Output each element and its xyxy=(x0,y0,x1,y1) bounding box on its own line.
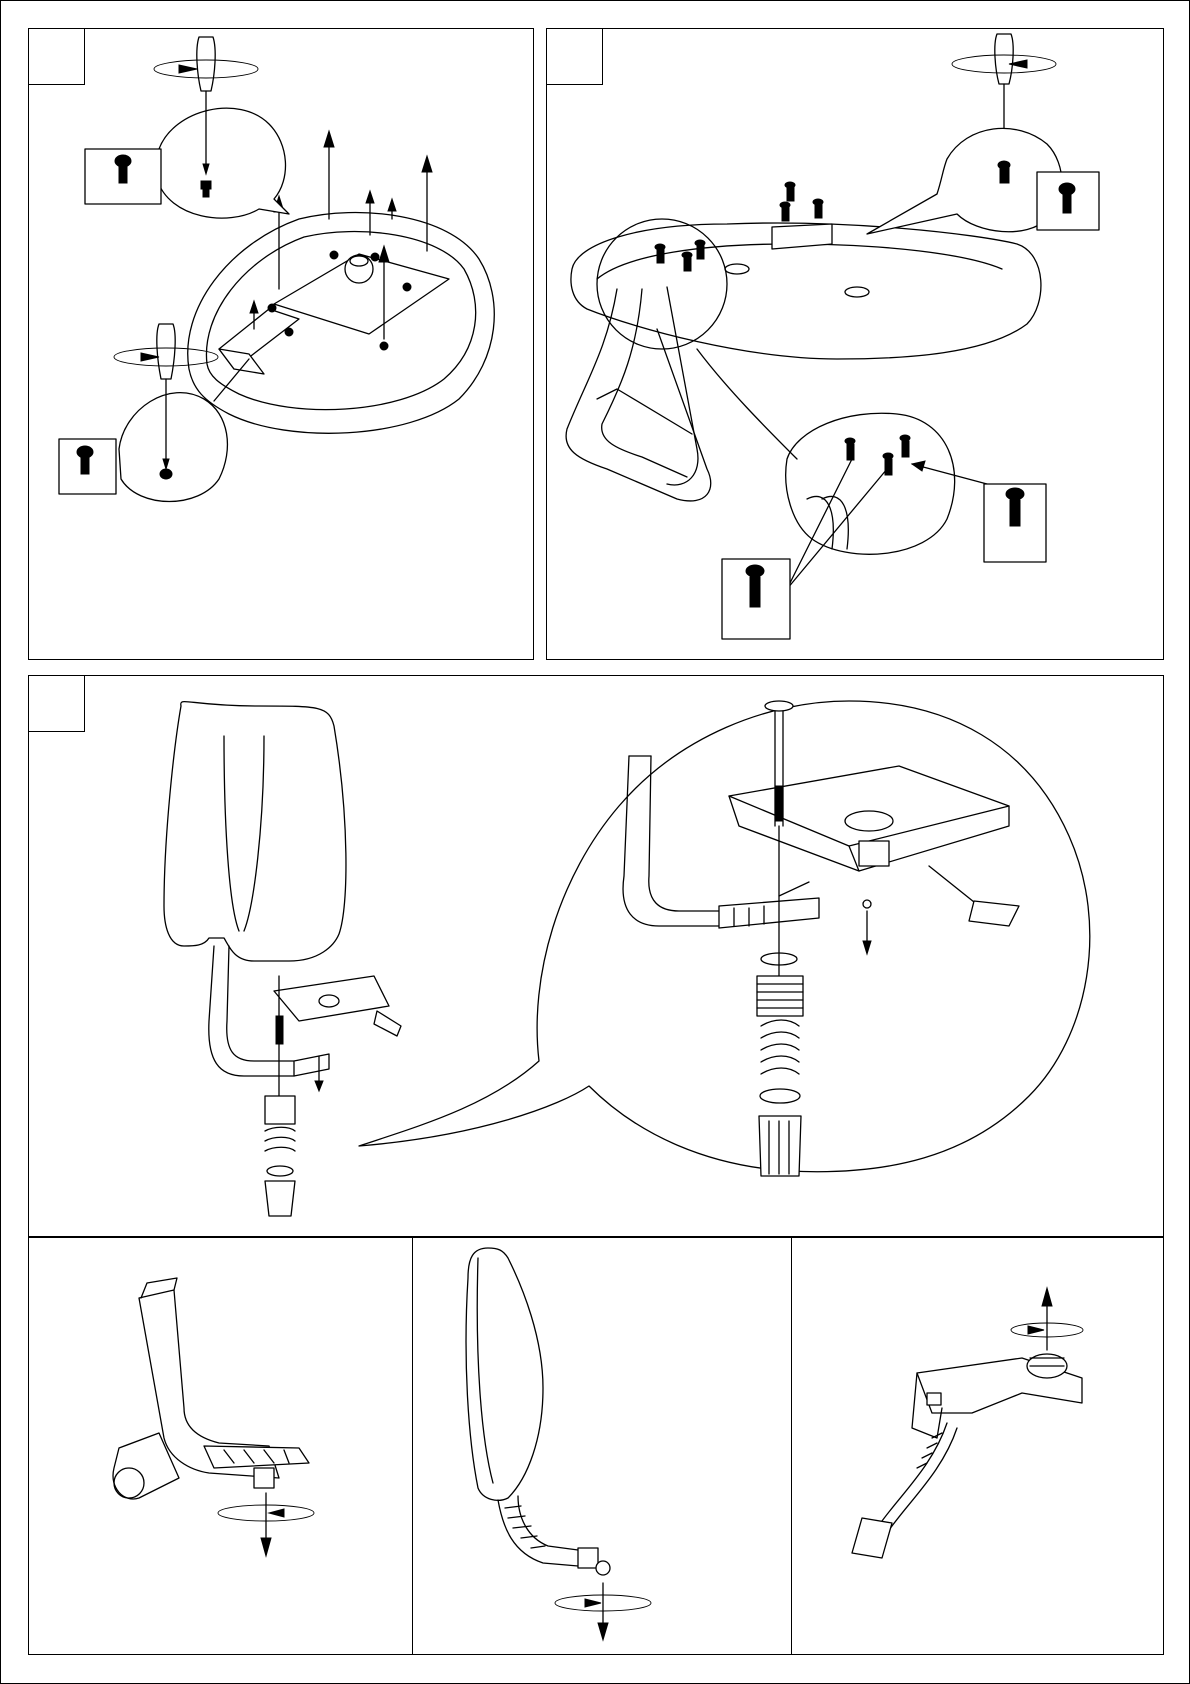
detail-callout-large xyxy=(359,701,1090,1172)
backrest xyxy=(164,702,346,961)
flex-arm xyxy=(498,1500,578,1566)
detail-callout-left xyxy=(597,219,727,349)
mechanism-knob-illustration xyxy=(792,1238,1164,1655)
back-height-knob-illustration xyxy=(29,1238,413,1655)
backrest-assembly-illustration xyxy=(29,676,1164,1237)
panel-step-4 xyxy=(28,1237,413,1655)
panel-step-5 xyxy=(412,1237,792,1655)
panel-step-3 xyxy=(28,675,1164,1237)
knob xyxy=(113,1433,179,1499)
detail-callout-top xyxy=(157,108,289,218)
mechanism-plate-large xyxy=(729,766,1009,846)
seat-and-frame-illustration xyxy=(547,29,1164,660)
backrest-knob-illustration xyxy=(413,1238,792,1655)
knob-cap xyxy=(759,1116,801,1176)
panel-step-1 xyxy=(28,28,534,660)
mechanism-plate-small xyxy=(274,976,389,1021)
detail-callout-bottom xyxy=(786,413,955,554)
detail-callout-top-right xyxy=(867,128,1062,234)
lever xyxy=(877,1423,947,1528)
backrest-bracket xyxy=(209,946,294,1076)
detail-callout-bottom xyxy=(119,393,227,502)
seat-underside-illustration xyxy=(29,29,534,660)
panel-step-6 xyxy=(791,1237,1164,1655)
direction-arrow-icon xyxy=(261,1493,271,1556)
direction-arrow-icon xyxy=(1042,1288,1052,1350)
direction-arrow-icon xyxy=(598,1583,608,1640)
panel-step-2 xyxy=(546,28,1164,660)
